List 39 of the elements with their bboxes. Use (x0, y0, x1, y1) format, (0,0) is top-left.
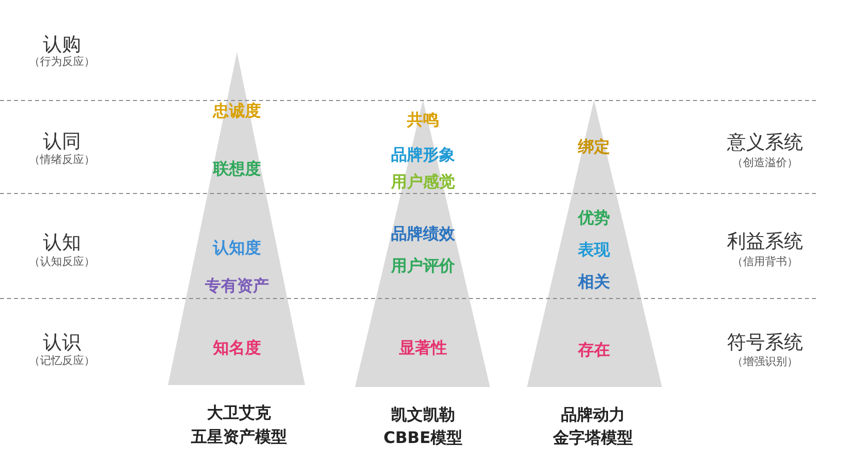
model-caption: 五星资产模型 (191, 428, 287, 446)
level-label: 认购 (43, 34, 81, 56)
tier-label: 联想度 (213, 160, 261, 178)
model-caption: 品牌动力 (561, 406, 625, 424)
pyramid-shape (355, 100, 490, 387)
tier-label: 表现 (578, 240, 610, 260)
system-note: （创造溢价） (732, 156, 798, 170)
tier-label: 相关 (578, 272, 610, 292)
level-note: （记忆反应） (29, 354, 95, 368)
level-label: 认同 (43, 132, 81, 152)
tier-label: 共鸣 (407, 110, 439, 130)
tier-label: 品牌绩效 (391, 224, 455, 244)
tier-label: 绑定 (578, 138, 610, 156)
model-caption: 凯文凯勒 (391, 406, 455, 424)
pyramid-shape (168, 52, 305, 385)
level-label: 认识 (43, 332, 81, 354)
system-label: 意义系统 (727, 132, 803, 154)
level-note: （认知反应） (29, 256, 95, 268)
level-note: （情绪反应） (29, 154, 95, 166)
tier-label: 认知度 (213, 238, 261, 258)
tier-label: 品牌形象 (391, 146, 455, 164)
model-caption: CBBE模型 (383, 428, 463, 448)
tier-label: 存在 (578, 340, 610, 360)
system-label: 利益系统 (727, 232, 803, 252)
tier-label: 用户评价 (391, 256, 455, 276)
tier-label: 忠诚度 (213, 102, 261, 120)
tier-label: 知名度 (213, 338, 261, 358)
system-note: （增强识别） (732, 356, 798, 368)
tier-label: 专有资产 (205, 276, 269, 296)
system-note: （信用背书） (732, 256, 798, 268)
tier-label: 显著性 (399, 338, 447, 358)
level-note: （行为反应） (29, 56, 95, 68)
level-label: 认知 (43, 232, 81, 254)
tier-label: 优势 (578, 208, 610, 228)
tier-label: 用户感觉 (391, 172, 455, 192)
model-caption: 金字塔模型 (553, 428, 633, 448)
model-caption: 大卫艾克 (207, 404, 271, 422)
system-label: 符号系统 (727, 332, 803, 354)
pyramid-shape (527, 100, 662, 387)
